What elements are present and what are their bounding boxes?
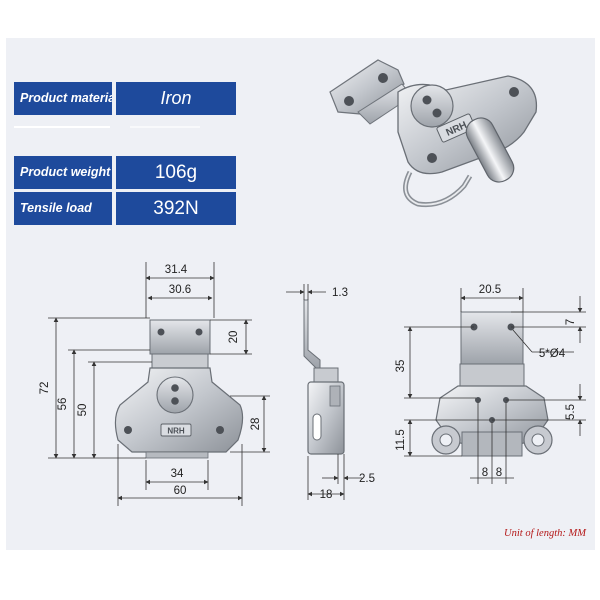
svg-text:NRH: NRH: [167, 427, 185, 436]
rear-view: [431, 311, 553, 457]
front-hinge: [151, 353, 209, 369]
front-dimension-labels: 31.4 30.6 20 72 56 50 28 34 60: [39, 264, 262, 497]
dim-label: 11.5: [395, 429, 407, 451]
dim-label: 7: [565, 319, 577, 325]
tensile-value: 392N: [116, 192, 236, 225]
side-dimension-labels: 1.3 2.5 18: [320, 287, 375, 501]
brand-logo: [160, 423, 192, 437]
unit-note: Unit of length: MM: [504, 528, 586, 539]
dim-label: 5.5: [565, 404, 577, 420]
dim-label: 31.4: [165, 264, 188, 276]
rivet-boss: [156, 376, 194, 414]
side-dimension-lines: [286, 284, 362, 500]
material-value: Iron: [116, 82, 236, 115]
tensile-label: Tensile load: [14, 192, 112, 225]
dim-label: 34: [171, 468, 184, 480]
dim-label: 8: [482, 467, 488, 479]
dim-label: 5*Ø4: [539, 348, 566, 360]
side-view: [303, 299, 345, 455]
weight-row: Product weight 106g: [14, 156, 240, 189]
dim-label: 35: [395, 360, 407, 373]
tensile-row: Tensile load 392N: [14, 192, 240, 225]
weight-value: 106g: [116, 156, 236, 189]
divider-line: [130, 126, 200, 128]
dim-label: 20.5: [479, 284, 501, 296]
dim-label: 30.6: [169, 284, 191, 296]
material-label: Product material: [14, 82, 112, 115]
rear-dimension-labels: 20.5 7 5*Ø4 35 5.5 11.5 8 8: [395, 284, 577, 479]
weight-label: Product weight: [14, 156, 112, 189]
mount-hole: [427, 153, 437, 163]
dim-label: 8: [496, 467, 502, 479]
mount-hole: [344, 96, 354, 106]
dim-label: 56: [57, 398, 69, 411]
dim-label: 28: [250, 418, 262, 431]
front-plate: [149, 319, 211, 355]
latch-product-image: NRH: [329, 59, 538, 208]
material-row: Product material Iron: [14, 82, 240, 115]
dim-label: 60: [174, 485, 187, 497]
dim-label: 72: [39, 382, 51, 395]
mount-hole: [378, 73, 388, 83]
front-dimension-lines: [48, 262, 270, 506]
front-view: NRH: [114, 319, 244, 459]
dim-label: 2.5: [359, 473, 375, 485]
latch-roller: [465, 117, 515, 183]
dim-label: 1.3: [332, 287, 348, 299]
rivet-boss: [410, 84, 454, 128]
divider-line: [14, 126, 110, 128]
rear-dimension-lines: [404, 288, 586, 484]
mount-hole: [509, 87, 519, 97]
dim-label: 20: [228, 331, 240, 344]
rear-plate: [460, 311, 524, 365]
dim-label: 18: [320, 489, 333, 501]
dim-label: 50: [77, 404, 89, 417]
